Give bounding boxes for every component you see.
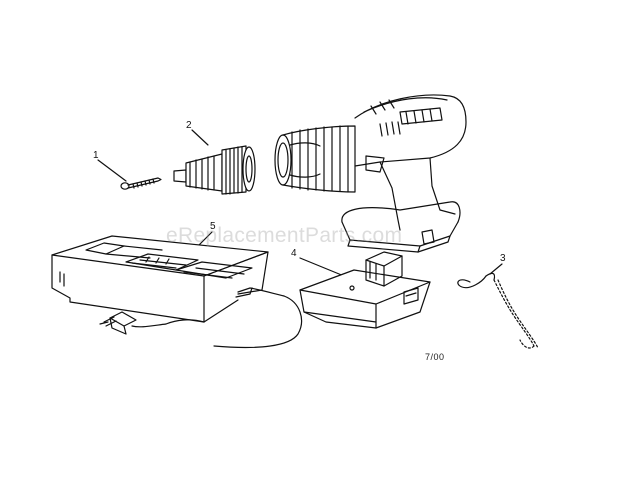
watermark: eReplacementParts.com	[166, 224, 403, 247]
charger-drawing	[51, 231, 303, 349]
leader-line-2	[191, 129, 209, 146]
leader-line-3	[489, 263, 503, 275]
callout-5: 5	[210, 221, 216, 232]
date-code: 7/00	[425, 352, 445, 362]
callout-4: 4	[291, 248, 297, 259]
lanyard-drawing	[457, 263, 539, 349]
callout-1: 1	[93, 150, 99, 161]
chuck-drawing	[173, 129, 256, 195]
battery-pack-drawing	[299, 251, 431, 329]
callout-2: 2	[186, 120, 192, 131]
callout-3: 3	[500, 253, 506, 264]
leader-line-1	[97, 159, 127, 182]
leader-line-5	[197, 231, 213, 247]
drill-body-drawing	[274, 94, 467, 253]
leader-line-4	[299, 257, 345, 277]
screw-drawing	[97, 159, 162, 190]
